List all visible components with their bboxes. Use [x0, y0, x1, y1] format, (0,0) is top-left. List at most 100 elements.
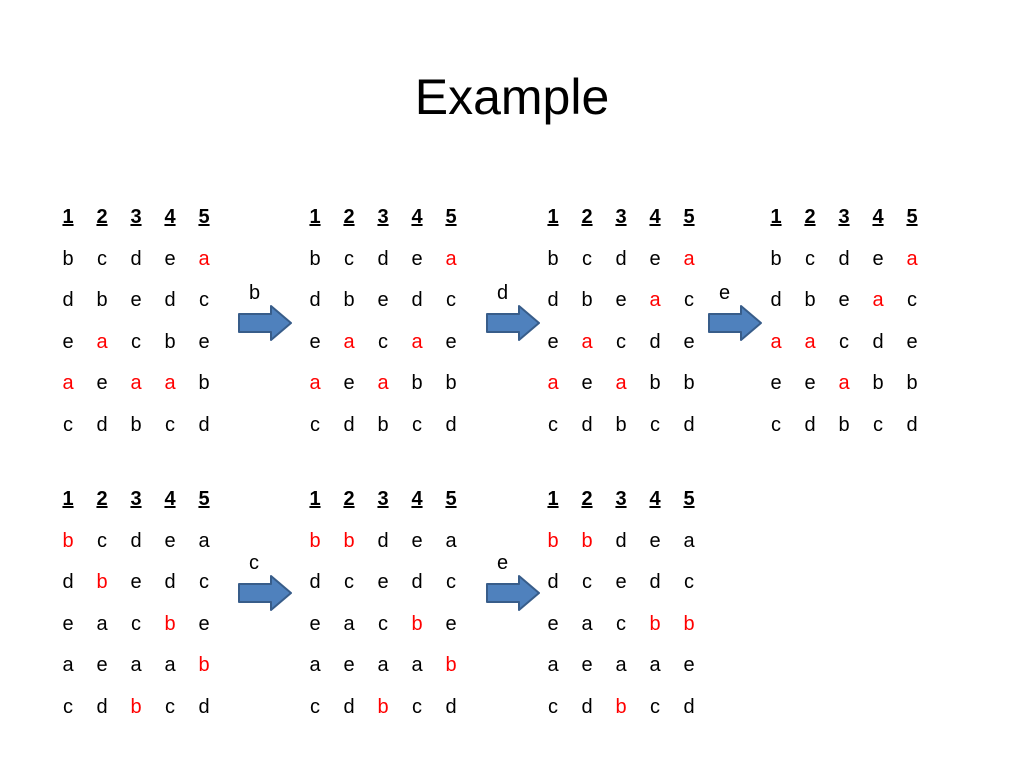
table-cell: b: [547, 247, 559, 270]
table-cell: a: [164, 654, 176, 676]
table-cell: c: [165, 413, 175, 436]
table-cell: a: [343, 612, 355, 635]
table-cell: e: [130, 289, 142, 311]
column-header: 1: [309, 206, 321, 228]
highlighted-cell: b: [164, 612, 176, 635]
table-cell: c: [131, 612, 141, 635]
slide-title: Example: [414, 69, 610, 125]
table-cell: c: [684, 289, 694, 311]
right-arrow-icon: [237, 574, 293, 612]
highlighted-cell: a: [838, 372, 850, 394]
table-cell: e: [906, 330, 918, 353]
table-cell: d: [547, 571, 559, 593]
highlighted-cell: b: [198, 654, 210, 676]
table-cell: e: [615, 289, 627, 311]
column-header: 2: [581, 206, 593, 228]
table-cell: c: [199, 571, 209, 593]
table-cell: b: [377, 413, 389, 436]
table-cell: c: [616, 330, 626, 353]
highlighted-cell: b: [411, 612, 423, 635]
table-cell: a: [198, 529, 210, 552]
column-header: 1: [547, 206, 559, 228]
table-cell: e: [581, 372, 593, 394]
table-cell: d: [343, 413, 355, 436]
table-cell: c: [97, 529, 107, 552]
column-header: 3: [130, 206, 142, 228]
table-cell: e: [164, 529, 176, 552]
highlighted-cell: a: [547, 372, 559, 394]
table-cell: d: [130, 529, 142, 552]
table-cell: b: [581, 289, 593, 311]
table-cell: b: [770, 247, 782, 270]
column-header: 1: [547, 488, 559, 510]
table-cell: c: [771, 413, 781, 436]
table-cell: c: [310, 413, 320, 436]
highlighted-cell: a: [872, 289, 884, 311]
highlighted-cell: b: [62, 529, 74, 552]
table-cell: e: [96, 372, 108, 394]
table-cell: d: [96, 413, 108, 436]
table-cell: d: [683, 695, 695, 718]
table-cell: e: [615, 571, 627, 593]
table-cell: a: [445, 529, 457, 552]
arrow-label: b: [249, 282, 261, 304]
column-header: 2: [804, 206, 816, 228]
table-cell: d: [62, 571, 74, 593]
table-cell: c: [446, 289, 456, 311]
table-cell: a: [130, 654, 142, 676]
table-cell: b: [445, 372, 457, 394]
table-cell: e: [96, 654, 108, 676]
table-cell: a: [615, 654, 627, 676]
table-cell: e: [649, 247, 661, 270]
right-arrow-icon: [237, 304, 293, 342]
highlighted-cell: a: [683, 247, 695, 270]
column-header: 4: [411, 488, 423, 510]
highlighted-cell: b: [649, 612, 661, 635]
table-cell: c: [63, 413, 73, 436]
table-cell: c: [310, 695, 320, 718]
column-header: 4: [164, 206, 176, 228]
table-cell: c: [199, 289, 209, 311]
table-cell: e: [62, 612, 74, 635]
highlighted-cell: a: [164, 372, 176, 394]
column-header: 3: [838, 206, 850, 228]
column-header: 5: [198, 488, 210, 510]
table-cell: c: [650, 413, 660, 436]
table-cell: c: [650, 695, 660, 718]
arrow-label: d: [497, 282, 509, 304]
highlighted-cell: a: [62, 372, 74, 394]
highlighted-cell: b: [445, 654, 457, 676]
table-cell: c: [412, 695, 422, 718]
table-cell: b: [683, 372, 695, 394]
table-cell: c: [582, 571, 592, 593]
table-cell: d: [649, 330, 661, 353]
column-header: 2: [343, 488, 355, 510]
column-header: 1: [309, 488, 321, 510]
table-cell: d: [377, 529, 389, 552]
right-arrow-icon: [485, 574, 541, 612]
table-cell: d: [770, 289, 782, 311]
table-cell: e: [649, 529, 661, 552]
highlighted-cell: a: [411, 330, 423, 353]
table-cell: e: [838, 289, 850, 311]
table-cell: e: [770, 372, 782, 394]
table-cell: b: [130, 413, 142, 436]
table-cell: b: [804, 289, 816, 311]
table-cell: d: [164, 571, 176, 593]
table-cell: c: [873, 413, 883, 436]
column-header: 3: [615, 488, 627, 510]
highlighted-cell: a: [581, 330, 593, 353]
column-header: 5: [683, 206, 695, 228]
highlighted-cell: b: [581, 529, 593, 552]
table-cell: e: [62, 330, 74, 353]
table-cell: c: [63, 695, 73, 718]
table-cell: e: [581, 654, 593, 676]
column-header: 4: [649, 206, 661, 228]
highlighted-cell: a: [770, 330, 782, 353]
table-cell: d: [411, 571, 423, 593]
table-cell: c: [839, 330, 849, 353]
arrow-label: c: [249, 552, 259, 574]
table-cell: b: [411, 372, 423, 394]
table-cell: d: [62, 289, 74, 311]
